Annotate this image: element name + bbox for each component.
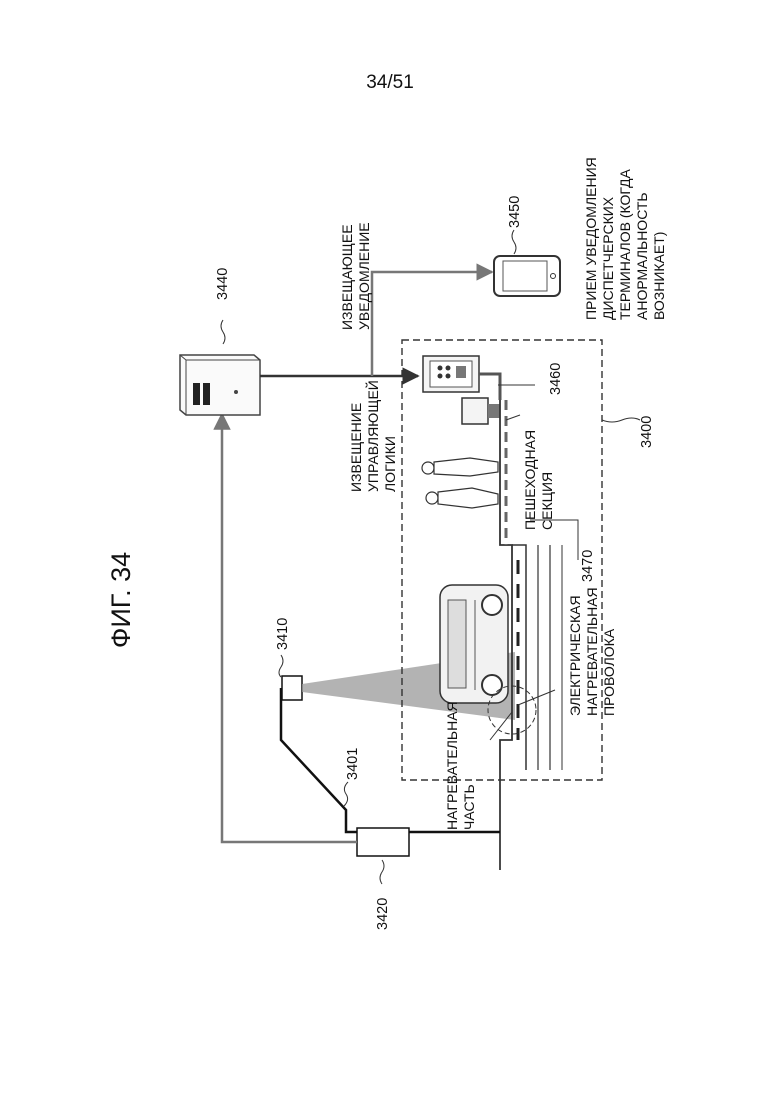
controller-box [357,828,409,856]
ref-3450: 3450 [507,196,523,228]
distribution-box [462,398,500,424]
ref-3440: 3440 [215,268,231,300]
ref-3460: 3460 [548,363,564,395]
ref-3420-leader [380,860,384,884]
ref-3440-leader [221,320,225,344]
phone-icon [494,256,560,296]
ref-3400: 3400 [639,416,655,448]
control-logic-label: ИЗВЕЩЕНИЕ УПРАВЛЯЮЩЕЙ ЛОГИКИ [348,376,398,492]
ref-3420: 3420 [375,898,391,930]
pedestrian-leader [506,415,520,420]
ref-3450-leader [512,230,516,254]
heating-part-label: НАГРЕВАТЕЛЬНАЯ ЧАСТЬ [444,697,477,830]
sensor-box [282,676,302,700]
ref-3410-leader [279,655,283,677]
terminal-notification-label: ПРИЕМ УВЕДОМЛЕНИЯ ДИСПЕТЧЕРСКИХ ТЕРМИНАЛ… [583,153,667,320]
car-icon [440,585,508,703]
figure-title: ФИГ. 34 [106,552,136,648]
pedestrian-section-label: ПЕШЕХОДНАЯ СЕКЦИЯ [522,426,555,530]
ref-3400-leader [602,418,640,422]
electric-wire-label: ЭЛЕКТРИЧЕСКАЯ НАГРЕВАТЕЛЬНАЯ ПРОВОЛОКА [567,583,617,716]
pedestrians-icon [422,458,498,508]
ref-3401: 3401 [345,748,361,780]
notification-label: ИЗВЕЩАЮЩЕЕ УВЕДОМЛЕНИЕ [339,221,372,331]
control-panel [423,356,500,400]
server-icon [180,355,260,415]
ref-3410: 3410 [275,618,291,650]
ref-3401-leader [344,782,348,806]
ref-3470: 3470 [580,550,596,582]
